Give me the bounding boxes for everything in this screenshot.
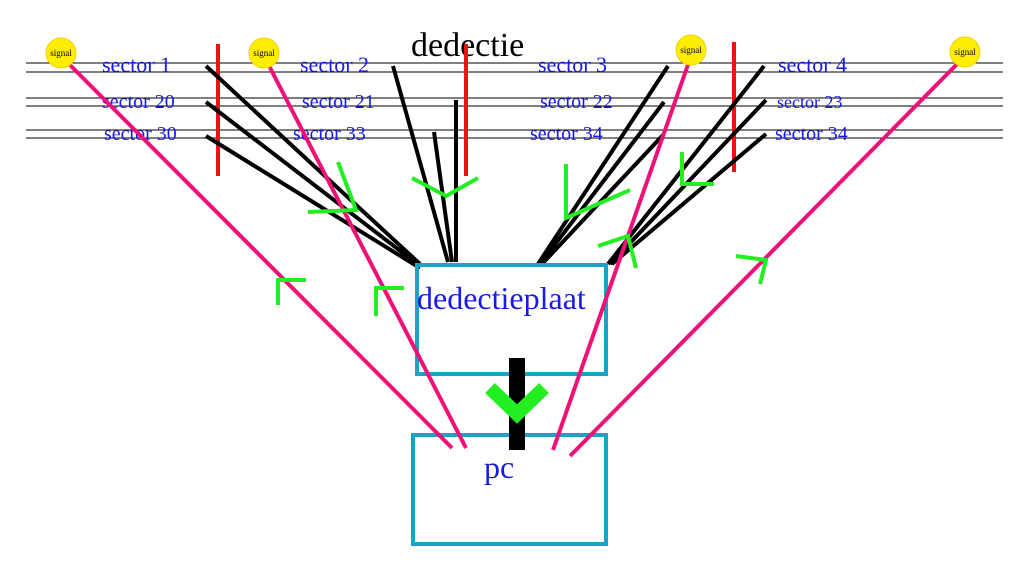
- wire-sector-4: [606, 64, 766, 266]
- direction-marker-2: [374, 286, 404, 316]
- pc-label: pc: [484, 449, 514, 485]
- sector-label-r2-c3: sector 22: [540, 91, 613, 113]
- wire-sector-34b: [610, 132, 768, 266]
- plate-to-pc-connector: [485, 358, 549, 450]
- direction-marker-4: [411, 176, 479, 199]
- sector-label-r3-c3: sector 34: [530, 123, 603, 145]
- wire-sector-21: [432, 131, 454, 263]
- signal-source-2: signal: [248, 37, 280, 69]
- signal-icon: [949, 36, 981, 68]
- signal-beam-3: [551, 55, 693, 451]
- direction-marker-1: [276, 278, 306, 305]
- down-arrow-icon: [485, 382, 549, 424]
- direction-marker-8: [735, 254, 769, 285]
- wire-sector-34a: [540, 132, 666, 266]
- signal-source-label: signal: [253, 48, 275, 58]
- direction-marker-6: [680, 152, 714, 186]
- wire-sector-22: [538, 100, 666, 266]
- sector-wires: [204, 64, 768, 270]
- sector-label-r2-c1: sector 20: [102, 91, 175, 113]
- signal-source-3: signal: [675, 34, 707, 66]
- sector-label-r1-c4: sector 4: [778, 52, 847, 77]
- direction-marker-3: [307, 161, 359, 214]
- signal-beam-2: [262, 55, 468, 449]
- sector-label-r1-c1: sector 1: [102, 52, 171, 77]
- lane-lines: [26, 62, 1003, 139]
- signal-icon: [45, 37, 77, 69]
- sector-label-r1-c2: sector 2: [300, 52, 369, 77]
- signal-beams: [59, 54, 967, 458]
- wire-sector-1: [204, 64, 422, 266]
- sector-label-r2-c4: sector 23: [777, 92, 842, 112]
- signal-source-1: signal: [45, 37, 77, 69]
- direction-markers: [276, 152, 769, 316]
- wire-sector-20: [204, 100, 422, 268]
- signal-beam-4: [568, 54, 967, 458]
- direction-marker-7: [597, 233, 638, 269]
- signal-source-4: signal: [949, 36, 981, 68]
- wire-sector-3: [536, 64, 670, 266]
- signal-source-label: signal: [680, 45, 702, 55]
- sector-label-r1-c3: sector 3: [538, 52, 607, 77]
- detector-plate-label: dedectieplaat: [417, 280, 586, 316]
- signal-beam-1: [59, 54, 454, 450]
- signal-icon: [675, 34, 707, 66]
- sector-label-r2-c2: sector 21: [302, 91, 375, 113]
- signal-source-label: signal: [50, 48, 72, 58]
- direction-marker-5: [564, 164, 631, 222]
- wire-sector-2: [391, 65, 450, 263]
- signal-source-label: signal: [954, 47, 976, 57]
- signal-icon: [248, 37, 280, 69]
- sector-label-r3-c4: sector 34: [775, 123, 848, 145]
- sector-label-r3-c2: sector 33: [293, 123, 366, 145]
- signal-sources: signal signal signal signal: [45, 34, 981, 69]
- sector-labels: sector 1 sector 2 sector 3 sector 4 sect…: [102, 52, 848, 145]
- connector-bar: [509, 358, 525, 450]
- wire-sector-30: [204, 134, 422, 270]
